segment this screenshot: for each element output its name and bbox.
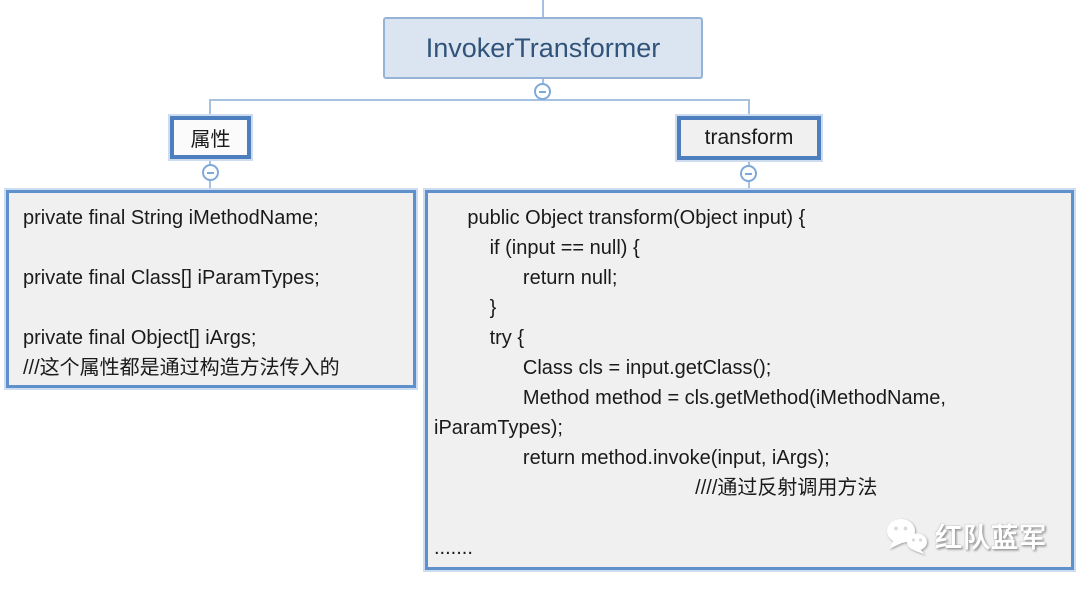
watermark: 红队蓝军 — [886, 516, 1047, 555]
wechat-icon — [886, 517, 928, 555]
attributes-code-text: private final String iMethodName; privat… — [23, 207, 340, 379]
transform-code-block[interactable]: public Object transform(Object input) { … — [425, 190, 1074, 570]
node-transform-label: transform — [704, 126, 794, 149]
connector-line-attr-stub — [209, 99, 211, 116]
minus-icon — [745, 172, 752, 175]
watermark-text: 红队蓝军 — [935, 523, 1047, 553]
collapse-toggle-attributes[interactable] — [202, 164, 219, 181]
collapse-toggle-transform[interactable] — [740, 165, 757, 182]
connector-line-top — [542, 0, 544, 17]
collapse-toggle-root[interactable] — [534, 83, 551, 100]
root-node-label: InvokerTransformer — [425, 32, 661, 63]
node-attributes-label: 属性 — [190, 129, 231, 151]
transform-code-text: public Object transform(Object input) { … — [434, 207, 946, 559]
minus-icon — [539, 90, 546, 93]
connector-line-horizontal — [209, 99, 750, 101]
connector-line-transform-stub — [748, 99, 750, 116]
node-transform[interactable]: transform — [677, 116, 821, 160]
attributes-code-block[interactable]: private final String iMethodName; privat… — [6, 190, 416, 388]
root-node[interactable]: InvokerTransformer — [383, 17, 703, 79]
minus-icon — [207, 171, 214, 174]
node-attributes[interactable]: 属性 — [170, 116, 251, 159]
